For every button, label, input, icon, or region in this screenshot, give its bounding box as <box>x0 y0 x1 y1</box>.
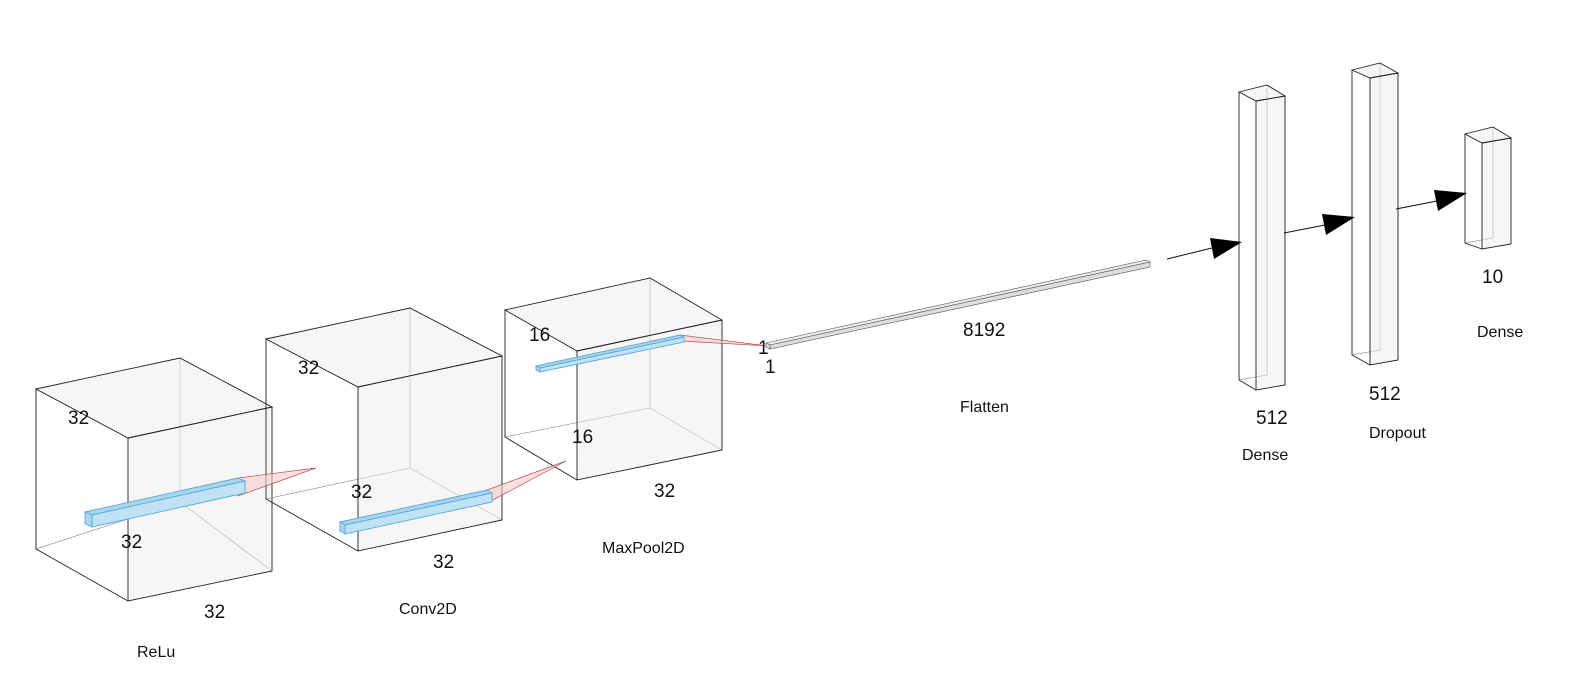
conv2d-kernel <box>338 460 567 535</box>
layer-label-dense-512: Dense <box>1242 447 1288 464</box>
maxpool2d-dim-width: 16 <box>572 427 593 448</box>
arrow-flatten-to-dense <box>1166 238 1242 260</box>
dropout-512-dim: 512 <box>1369 384 1401 405</box>
dense-512-pillar <box>1237 84 1287 391</box>
layer-label-maxpool2d: MaxPool2D <box>602 540 685 557</box>
layer-label-dropout: Dropout <box>1369 425 1426 442</box>
dropout-512-pillar <box>1350 62 1400 366</box>
maxpool2d-dim-height: 16 <box>529 325 550 346</box>
relu-dim-height: 32 <box>68 408 89 429</box>
relu-dim-width: 32 <box>121 532 142 553</box>
dense-10-dim: 10 <box>1482 267 1503 288</box>
flatten-dim-width: 1 <box>765 357 776 378</box>
conv2d-dim-height: 32 <box>298 358 319 379</box>
conv2d-dim-width: 32 <box>351 482 372 503</box>
layer-label-flatten: Flatten <box>960 399 1009 416</box>
maxpool2d-block <box>503 277 724 481</box>
maxpool2d-kernel <box>534 334 769 373</box>
arrow-dropout-to-dense <box>1395 190 1467 211</box>
flatten-dim-length: 8192 <box>963 320 1005 341</box>
layer-label-conv2d: Conv2D <box>399 601 457 618</box>
relu-kernel <box>83 467 317 528</box>
flatten-bar <box>765 259 1151 350</box>
arrow-dense-to-dropout <box>1283 214 1355 235</box>
conv2d-dim-depth: 32 <box>433 552 454 573</box>
dense-512-dim: 512 <box>1256 408 1288 429</box>
layer-label-relu: ReLu <box>137 644 175 661</box>
relu-block <box>34 357 274 602</box>
layer-label-dense-10: Dense <box>1477 324 1523 341</box>
flatten-dim-height: 1 <box>758 338 769 359</box>
dense-10-pillar <box>1463 126 1513 250</box>
maxpool2d-dim-depth: 32 <box>654 481 675 502</box>
relu-dim-depth: 32 <box>204 602 225 623</box>
